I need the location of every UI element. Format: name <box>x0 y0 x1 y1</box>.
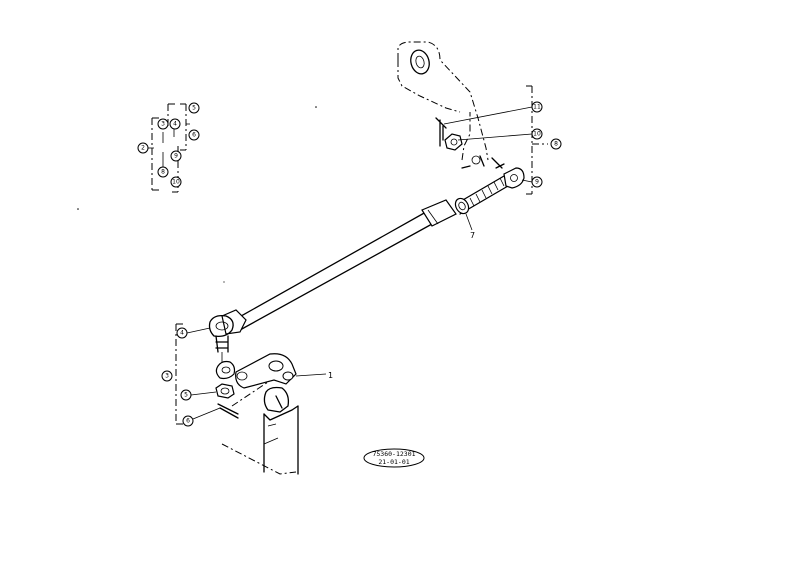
callout-3b: 3 <box>161 370 173 382</box>
callout-3a: 3 <box>157 118 169 130</box>
callouts: 2 3 4 5 6 8 9 10 11 10 8 9 4 3 5 6 <box>137 101 562 427</box>
reference-code: 75360-12301 <box>372 450 415 458</box>
svg-text:8: 8 <box>161 169 165 176</box>
callout-6b: 6 <box>182 415 194 427</box>
callout-9b: 9 <box>531 176 543 188</box>
callout-10b: 10 <box>531 128 543 140</box>
reference-date: 21-01-01 <box>378 458 409 466</box>
reference-code-stamp: 75360-12301 21-01-01 <box>363 448 425 468</box>
callout-4a: 4 <box>169 118 181 130</box>
callout-10a: 10 <box>170 176 182 188</box>
callout-6a: 6 <box>188 129 200 141</box>
callout-5b: 5 <box>180 389 192 401</box>
callout-5a: 5 <box>188 102 200 114</box>
svg-text:4: 4 <box>180 330 184 337</box>
svg-text:8: 8 <box>554 141 558 148</box>
svg-text:2: 2 <box>141 145 145 152</box>
callout-2: 2 <box>137 142 149 154</box>
svg-text:3: 3 <box>165 373 169 380</box>
svg-text:10: 10 <box>172 179 180 186</box>
part-label-1: 1 <box>295 371 333 380</box>
svg-text:1: 1 <box>328 371 333 380</box>
svg-text:5: 5 <box>192 105 196 112</box>
svg-text:7: 7 <box>470 231 475 240</box>
svg-text:9: 9 <box>174 153 178 160</box>
reference-group-upper-left <box>148 103 190 193</box>
callout-8a: 8 <box>157 166 169 178</box>
svg-text:5: 5 <box>184 392 188 399</box>
svg-text:10: 10 <box>533 131 541 138</box>
callout-8b: 8 <box>550 138 562 150</box>
knuckle-arm-assembly <box>175 323 299 475</box>
pitman-arm-assembly <box>397 41 548 195</box>
svg-text:9: 9 <box>535 179 539 186</box>
svg-text:4: 4 <box>173 121 177 128</box>
tie-rod <box>208 157 525 362</box>
svg-text:6: 6 <box>186 418 190 425</box>
callout-4b: 4 <box>176 327 188 339</box>
callout-9a: 9 <box>170 150 182 162</box>
svg-text:3: 3 <box>161 121 165 128</box>
callout-11: 11 <box>531 101 543 113</box>
svg-text:6: 6 <box>192 132 196 139</box>
svg-text:11: 11 <box>533 104 541 111</box>
part-label-7: 7 <box>465 213 475 240</box>
